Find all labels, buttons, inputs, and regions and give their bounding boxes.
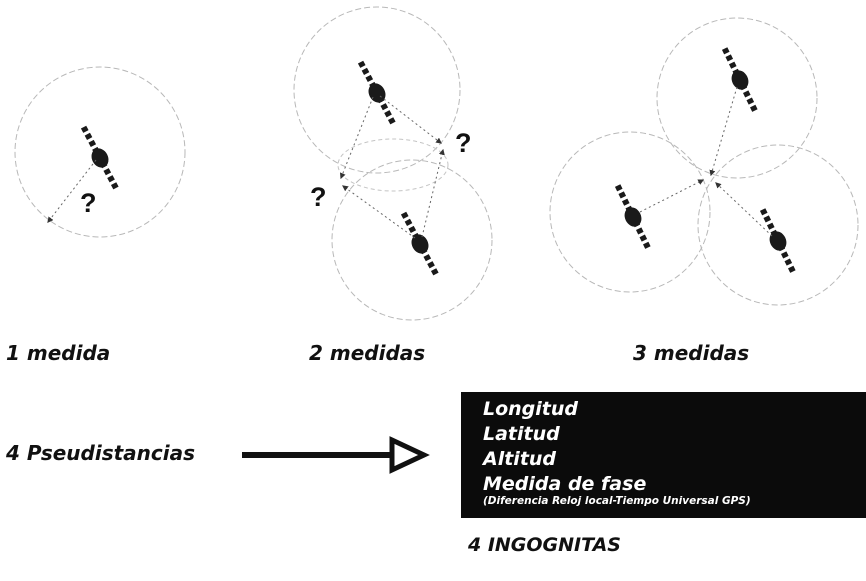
range-sphere — [293, 6, 461, 174]
range-line — [342, 185, 416, 239]
range-sphere — [697, 144, 859, 306]
unknowns-count: 4 INGOGNITAS — [468, 534, 621, 556]
range-line — [339, 96, 374, 180]
arrow-right-icon — [242, 436, 430, 474]
intersection-ring — [337, 138, 449, 192]
caption-two-measurements: 2 medidas — [309, 341, 426, 365]
unknown-altitude: Altitud — [483, 448, 557, 470]
caption-three-measurements: 3 medidas — [633, 341, 750, 365]
pseudoranges-label: 4 Pseudistancias — [6, 441, 196, 465]
question-mark: ? — [80, 188, 97, 218]
range-line — [47, 159, 97, 223]
range-sphere — [656, 17, 818, 179]
unknown-phase: Medida de fase — [483, 473, 647, 495]
satellite-icon — [717, 45, 762, 115]
range-sphere — [14, 66, 186, 238]
question-mark: ? — [455, 128, 472, 158]
question-mark: ? — [310, 182, 327, 212]
satellite-icon — [77, 123, 124, 192]
satellite-icon — [610, 182, 655, 252]
satellite-icon — [354, 58, 401, 127]
panel-three-measurements — [549, 17, 859, 306]
satellite-icon — [755, 206, 800, 276]
unknowns-box: Longitud Latitud Altitud Medida de fase … — [461, 392, 866, 518]
range-sphere — [331, 159, 493, 321]
panel-two-measurements: ? ? — [293, 6, 493, 321]
phase-note: (Diferencia Reloj local-Tiempo Universal… — [483, 495, 751, 507]
range-line — [639, 179, 705, 213]
caption-one-measurement: 1 medida — [6, 341, 111, 365]
panel-one-measurement: ? — [14, 66, 186, 238]
unknown-latitude: Latitud — [483, 423, 560, 445]
unknown-longitude: Longitud — [483, 398, 579, 420]
range-line — [709, 86, 738, 177]
range-sphere — [549, 131, 711, 293]
satellite-icon — [397, 209, 444, 278]
